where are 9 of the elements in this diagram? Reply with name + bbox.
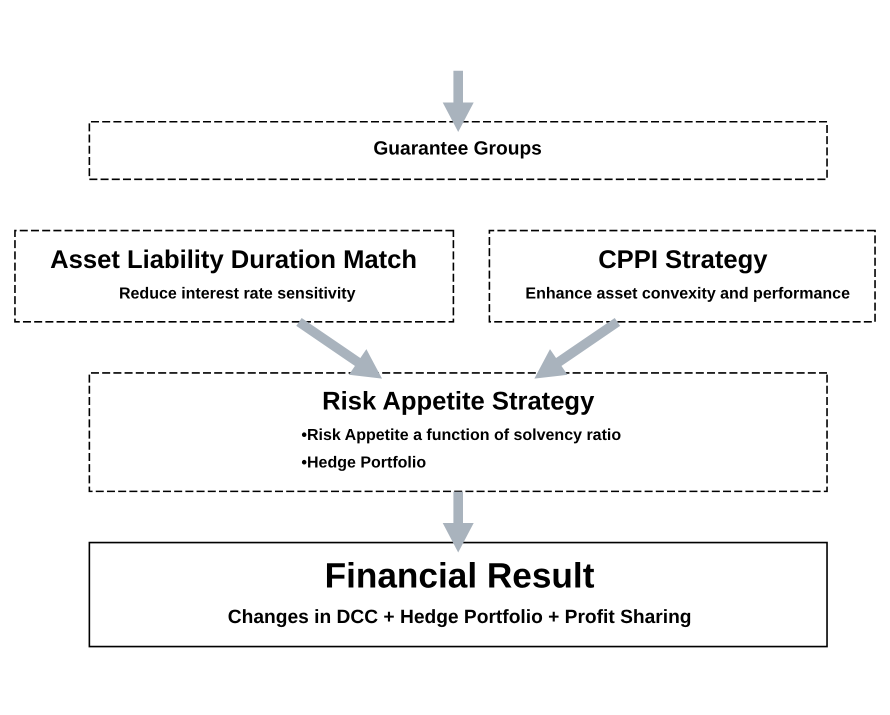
arrow [296, 318, 382, 378]
arrow [534, 318, 620, 378]
node-box: Guarantee Groups [88, 120, 828, 180]
arrow [442, 70, 474, 132]
node-box: Asset Liability Duration Match Reduce interest rate sensitivity [14, 229, 454, 322]
arrow [442, 491, 474, 552]
node-box: Risk Appetite Strategy •Risk Appetite a function of solvency ratio •Hedge Portfolio [88, 372, 828, 492]
node-box: CPPI Strategy Enhance asset convexity and performance [488, 229, 876, 322]
node-box: Financial Result Changes in DCC + Hedge Portfolio + Profit Sharing [88, 541, 828, 647]
